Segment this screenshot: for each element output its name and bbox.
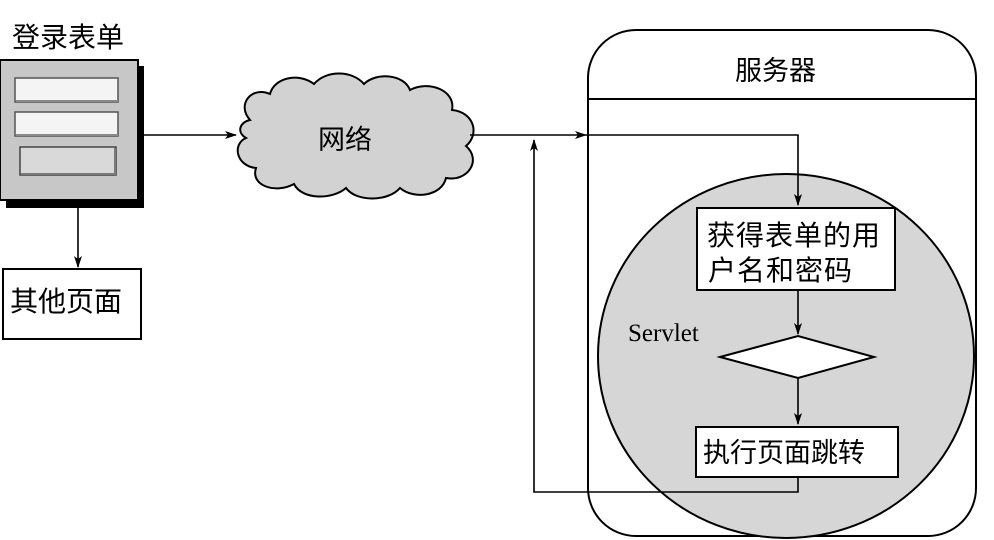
get-credentials-box	[696, 207, 896, 291]
form-field-2	[14, 111, 119, 137]
form-field-1	[14, 77, 119, 103]
login-form-icon	[0, 59, 144, 208]
network-cloud-icon	[236, 72, 475, 200]
form-submit-button	[19, 146, 117, 176]
login-form-title: 登录表单	[12, 21, 125, 54]
servlet-label: Servlet	[628, 320, 699, 347]
redirect-label: 执行页面跳转	[703, 438, 865, 469]
server-title: 服务器	[735, 56, 816, 87]
other-page-label: 其他页面	[10, 285, 123, 318]
get-credentials-label-line1: 获得表单的用	[707, 219, 882, 252]
other-page-box	[2, 268, 142, 340]
decision-diamond-icon	[716, 334, 878, 380]
arrow-server-to-get-credentials	[586, 134, 802, 206]
network-label: 网络	[318, 125, 372, 156]
redirect-box	[695, 426, 899, 478]
get-credentials-label-line2: 户名和密码	[708, 254, 854, 287]
arrow-redirect-return	[530, 139, 799, 493]
